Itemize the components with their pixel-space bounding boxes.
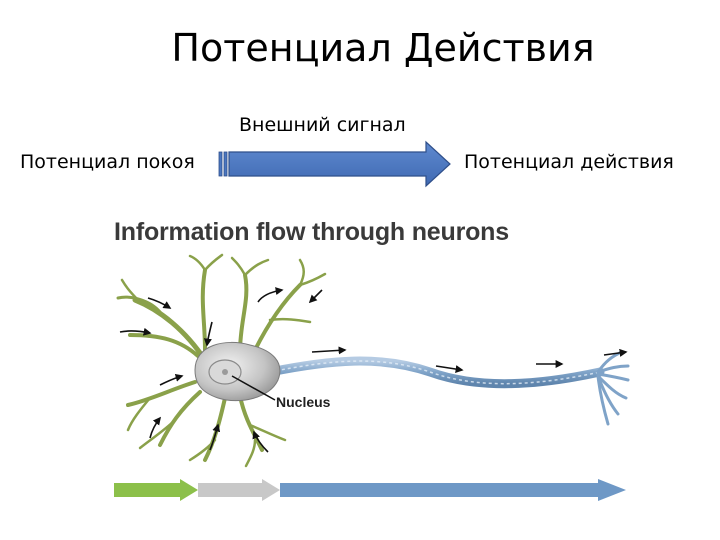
flow-arrow-icon bbox=[114, 479, 626, 501]
action-potential-label: Потенциал действия bbox=[464, 151, 674, 173]
neuron-figure-title: Information flow through neurons bbox=[114, 218, 509, 246]
resting-potential-label: Потенциал покоя bbox=[20, 151, 195, 173]
flow-arrows bbox=[119, 287, 628, 453]
external-signal-label: Внешний сигнал bbox=[239, 114, 406, 136]
nucleus-label: Nucleus bbox=[276, 394, 331, 410]
slide-title: Потенциал Действия bbox=[171, 26, 595, 70]
dendrites bbox=[116, 253, 327, 468]
axon-terminals bbox=[596, 350, 630, 426]
